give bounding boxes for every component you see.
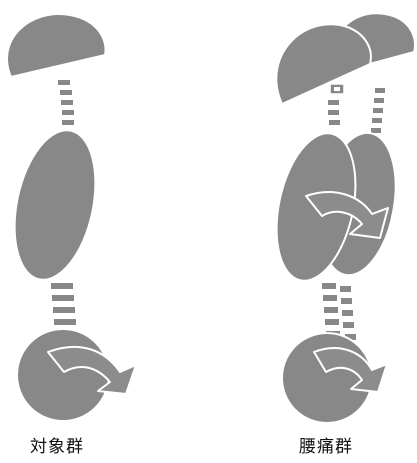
- lbp-lumbar-dashes-front: [322, 283, 340, 337]
- control-head-segment: [7, 14, 105, 77]
- control-pelvis-segment: [17, 329, 109, 421]
- lbp-neck-dashes-back: [371, 88, 385, 133]
- control-neck-dashes: [58, 80, 74, 125]
- lbp-neck-dashes-front: [328, 100, 340, 125]
- control-group-label: 対象群: [30, 432, 84, 457]
- control-trunk-segment: [2, 123, 108, 287]
- low-back-pain-group-label: 腰痛群: [299, 432, 353, 457]
- lbp-lumbar-dashes-back: [340, 286, 356, 340]
- lbp-head-segment-front: [276, 24, 371, 104]
- control-figure: [2, 14, 136, 421]
- lbp-pelvis-segment: [282, 333, 372, 423]
- lbp-figure: [264, 13, 415, 423]
